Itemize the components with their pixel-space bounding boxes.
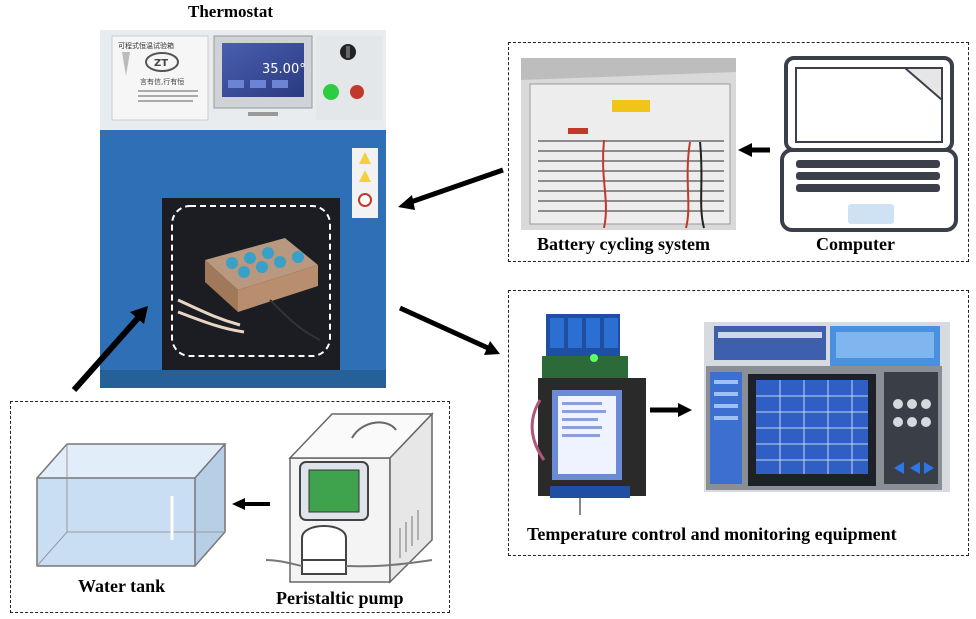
thermostat-label: Thermostat: [188, 2, 273, 21]
thermostat-image: 可程式恒温试验箱 ZT 言有信,行有恒 35.00°: [100, 30, 386, 388]
arrow-pump-to-tank: [232, 498, 270, 510]
thermometer-logo-icon: [122, 52, 130, 76]
peristaltic-pump-icon: [265, 412, 434, 584]
control-board-image: [530, 314, 646, 515]
temp-control-group-box: [508, 290, 969, 556]
battery-computer-group-box: [508, 42, 969, 262]
temp-control-label: Temperature control and monitoring equip…: [527, 524, 897, 544]
data-logger-image: [704, 322, 950, 492]
battery-cycling-image: [521, 58, 736, 230]
water-tank-icon: [36, 443, 227, 567]
green-light-icon: [323, 84, 339, 100]
thermostat-brand-text: 可程式恒温试验箱: [118, 41, 174, 50]
battery-cycling-label: Battery cycling system: [537, 234, 710, 254]
cycler-display: [612, 100, 650, 112]
arrow-board-to-logger: [650, 403, 692, 417]
pump-screen: [308, 469, 360, 513]
computer-label: Computer: [816, 234, 895, 254]
zt-logo-icon: [145, 52, 179, 72]
thermostat-display-value: 35.00°: [262, 62, 306, 77]
arrow-cycler-to-thermostat: [398, 167, 504, 210]
arrow-water-to-thermostat: [71, 306, 148, 392]
arrow-computer-to-cycler: [738, 143, 770, 157]
arrow-thermostat-to-control: [398, 305, 500, 355]
laptop-icon: [780, 56, 958, 232]
thermostat-slogan: 言有信,行有恒: [140, 77, 184, 86]
thermostat-logo-text: ZT: [154, 58, 168, 69]
peristaltic-pump-label: Peristaltic pump: [276, 588, 404, 608]
water-tank-label: Water tank: [78, 576, 166, 596]
red-button-icon: [350, 85, 364, 99]
water-pump-group-box: [10, 401, 450, 613]
